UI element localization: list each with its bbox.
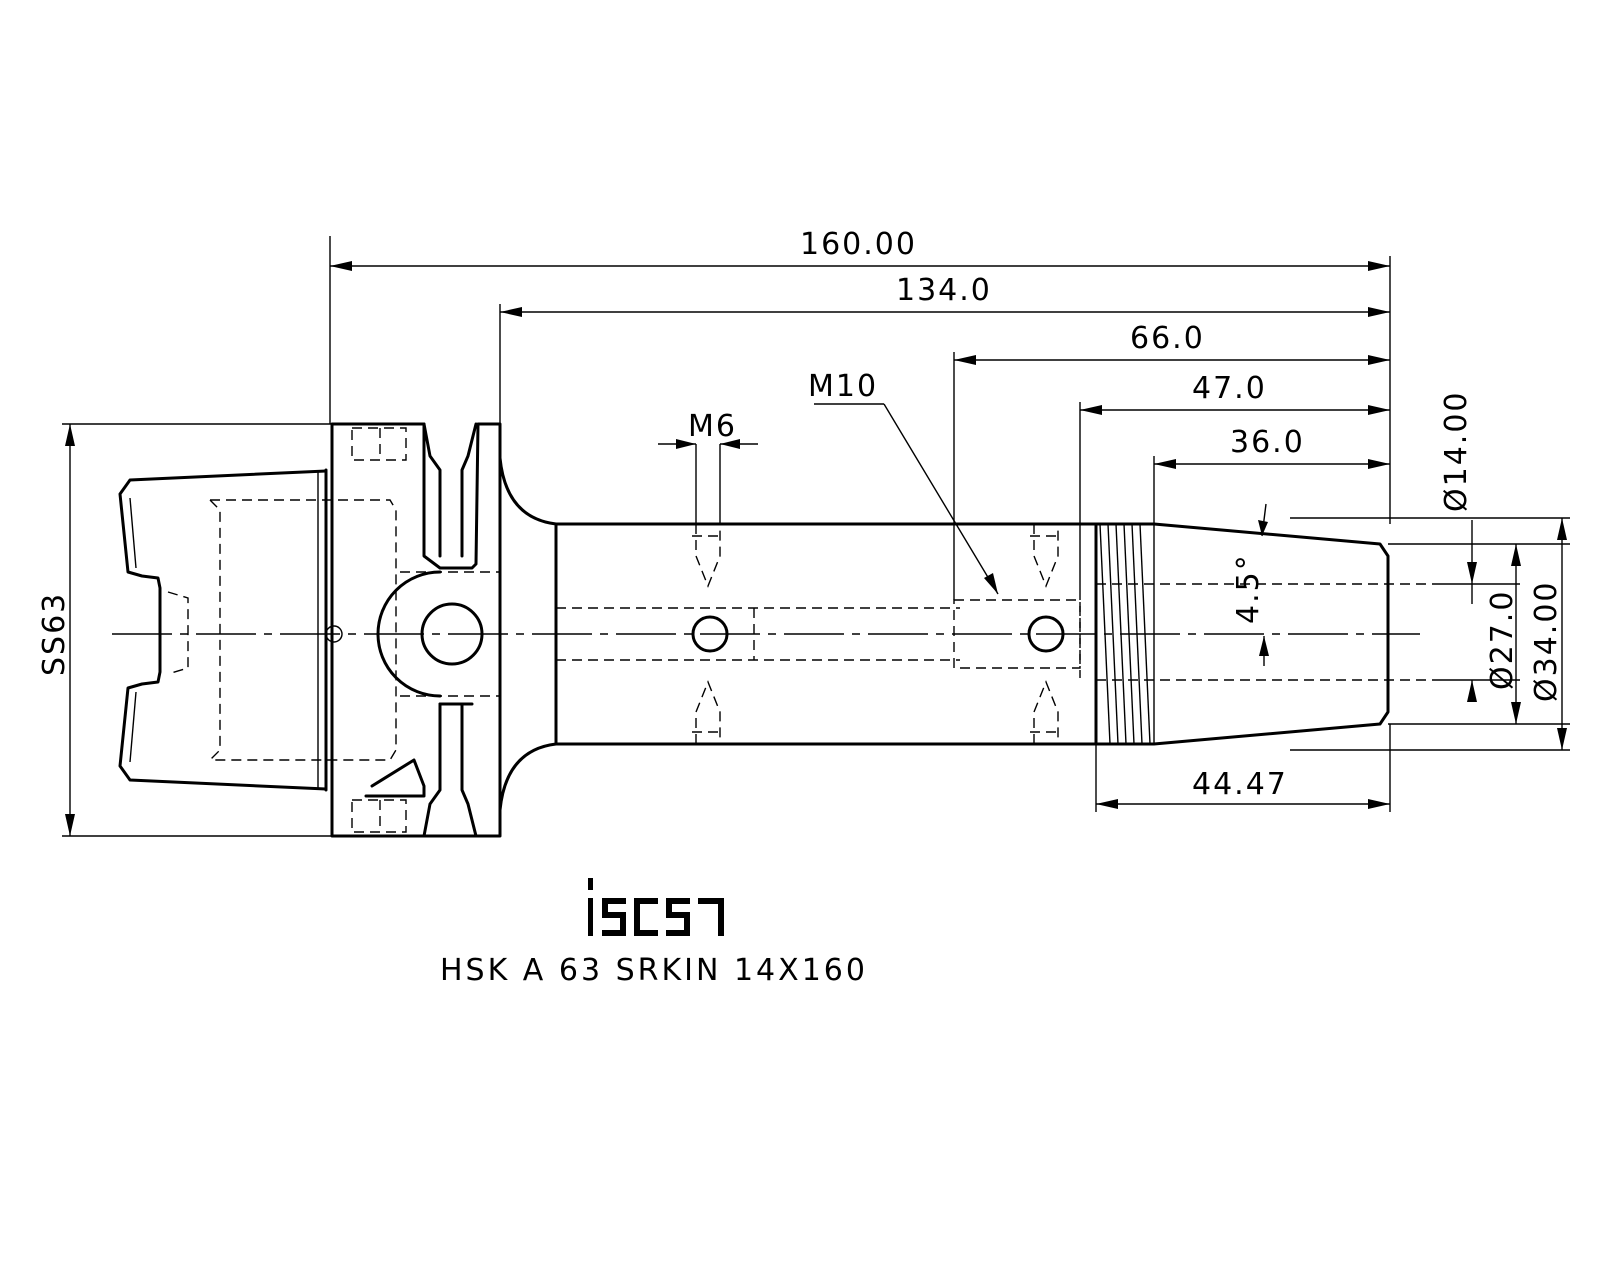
dim-shank-length: 134.0 — [896, 273, 992, 308]
iscar-logo — [588, 878, 724, 936]
dimension-lines — [62, 236, 1570, 837]
dim-outer-diameter: Ø34.00 — [1529, 581, 1564, 703]
dim-clamp-diameter: Ø14.00 — [1439, 391, 1474, 513]
dim-collet-length: 47.0 — [1192, 371, 1267, 406]
dim-inner-diameter: Ø27.0 — [1485, 590, 1520, 690]
dim-cone-projection: 44.47 — [1192, 767, 1288, 802]
flange — [325, 422, 502, 838]
dim-thread-bore-length: 66.0 — [1130, 321, 1205, 356]
dim-flange: SS63 — [37, 592, 72, 676]
label-set-screw: M6 — [688, 409, 737, 444]
dim-taper-angle: 4.5° — [1231, 553, 1266, 624]
dim-overall-length: 160.00 — [800, 227, 917, 262]
hsk-taper-shank — [118, 468, 397, 792]
dim-cone-length: 36.0 — [1230, 425, 1305, 460]
label-bore-thread: M10 — [808, 369, 878, 404]
drawing-title: HSK A 63 SRKIN 14X160 — [440, 953, 868, 988]
